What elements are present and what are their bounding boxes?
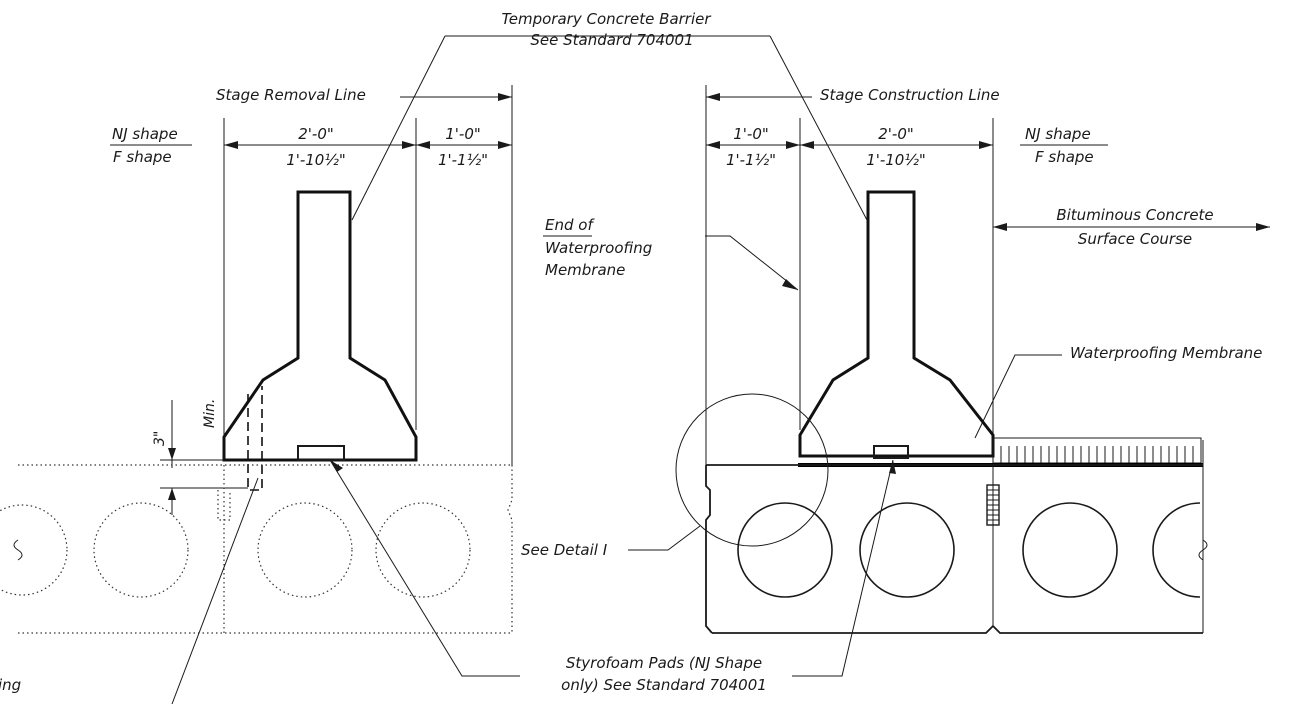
- left-f-label: F shape: [113, 148, 172, 166]
- left-dim-arrow-3: [416, 141, 430, 149]
- stage-construction-arrow: [706, 93, 720, 101]
- left-dim-arrow-2: [402, 141, 416, 149]
- anchor-leader: [171, 477, 259, 704]
- end-wp-line3: Membrane: [545, 261, 625, 279]
- styro-arrow-right: [889, 460, 896, 474]
- styro-leader-left: [329, 459, 520, 677]
- see-detail-leader: [628, 525, 701, 551]
- right-dim-arrow-1: [706, 141, 720, 149]
- wp-membrane-leader: [974, 354, 1062, 439]
- cover-dim-arrow: [168, 488, 176, 500]
- left-keyway-a: [217, 490, 231, 521]
- barrier-leader-left: [351, 35, 446, 221]
- stage-construction-label: Stage Construction Line: [820, 86, 1000, 104]
- bitum-line2: Surface Course: [1078, 230, 1192, 248]
- end-wp-line1: End of: [545, 216, 595, 234]
- left-assembly: Stage Removal Line NJ shape F shape 2'-0…: [0, 85, 513, 704]
- left-barrier-profile: [222, 190, 418, 462]
- detail-circle: [675, 393, 829, 547]
- bitum-arrow-left: [993, 223, 1007, 231]
- left-cut-label: ing: [0, 676, 21, 694]
- left-void-3: [257, 502, 353, 598]
- right-nj-label: NJ shape: [1025, 125, 1091, 143]
- right-dim-arrow-2: [786, 141, 800, 149]
- left-dim-arrow-4: [498, 141, 512, 149]
- min-label: Min.: [202, 399, 218, 428]
- left-void-4: [375, 502, 471, 598]
- right-dim-arrow-3: [800, 141, 814, 149]
- end-wp-leader: [705, 235, 799, 291]
- left-dim-bottom-side: 1'-1½": [438, 151, 488, 169]
- barrier-callout-line2: See Standard 704001: [530, 31, 693, 49]
- see-detail-label: See Detail I: [521, 541, 608, 559]
- barrier-callout-line1: Temporary Concrete Barrier: [501, 10, 711, 28]
- left-dim-arrow-1: [224, 141, 238, 149]
- right-void-2: [859, 502, 955, 598]
- right-f-label: F shape: [1035, 148, 1094, 166]
- styro-line1: Styrofoam Pads (NJ Shape: [566, 654, 762, 672]
- left-break-mark: [13, 539, 23, 561]
- left-nj-label: NJ shape: [112, 125, 178, 143]
- right-dim-bottom-main: 1'-10½": [866, 151, 926, 169]
- styro-leader-right: [792, 459, 894, 677]
- bitum-line1: Bituminous Concrete: [1056, 206, 1213, 224]
- left-beam-end: [507, 465, 513, 633]
- stage-removal-label: Stage Removal Line: [216, 86, 366, 104]
- left-anchor-bar: [247, 386, 263, 491]
- right-dim-bottom-side: 1'-1½": [726, 151, 776, 169]
- end-wp-line2: Waterproofing: [545, 239, 652, 257]
- surface-hatch: [1000, 446, 1194, 463]
- right-void-1: [737, 502, 833, 598]
- stage-removal-arrow: [498, 93, 512, 101]
- left-styrofoam-pad: [297, 445, 345, 461]
- barrier-callout: Temporary Concrete Barrier See Standard …: [351, 10, 868, 221]
- right-beam-bottom: [712, 624, 1203, 634]
- end-wp-arrow: [782, 279, 798, 290]
- styro-arrow-left: [330, 460, 343, 472]
- right-dim-top-main: 2'-0": [878, 125, 914, 143]
- bitum-arrow-right: [1256, 223, 1270, 231]
- left-dim-top-side: 1'-0": [445, 125, 481, 143]
- right-dim-arrow-4: [979, 141, 993, 149]
- right-void-3: [1022, 502, 1118, 598]
- styro-line2: only) See Standard 704001: [561, 676, 767, 694]
- right-dim-top-side: 1'-0": [733, 125, 769, 143]
- right-void-4: [1152, 502, 1201, 598]
- left-void-1: [0, 504, 68, 596]
- right-beam-end: [705, 465, 713, 634]
- three-inch-label: 3": [152, 431, 168, 446]
- barrier-leader-right: [769, 35, 868, 221]
- right-styrofoam-pad: [873, 445, 909, 459]
- left-dim-top-main: 2'-0": [298, 125, 334, 143]
- three-inch-arrow: [168, 448, 176, 460]
- left-dim-bottom-main: 1'-10½": [286, 151, 346, 169]
- right-assembly: Stage Construction Line 1'-0" 1'-1½" 2'-…: [329, 85, 1270, 694]
- left-void-2: [93, 502, 189, 598]
- shear-key-hatch: [987, 489, 999, 521]
- right-barrier-profile: [798, 190, 995, 458]
- wp-membrane-label: Waterproofing Membrane: [1070, 344, 1262, 362]
